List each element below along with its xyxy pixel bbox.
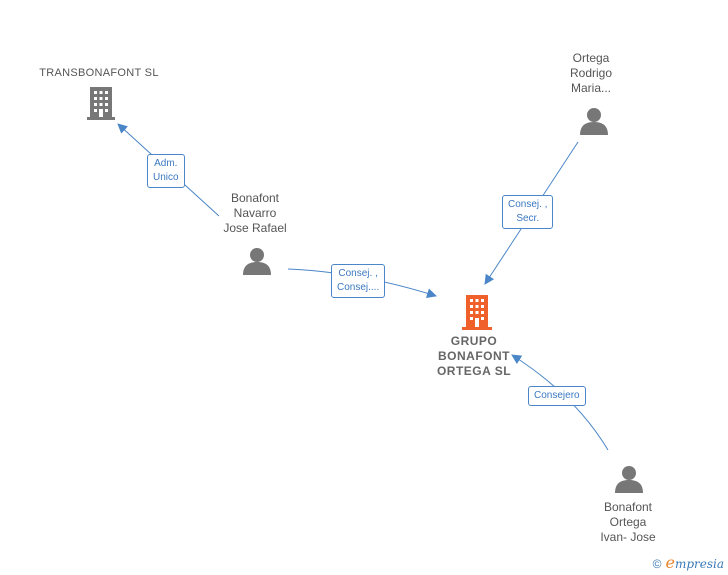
company-grupo-label[interactable]: GRUPO BONAFONT ORTEGA SL — [436, 334, 512, 378]
person-jose-rafael-label[interactable]: Bonafont Navarro Jose Rafael — [223, 191, 287, 235]
edge-label-consejero[interactable]: Consejero — [528, 386, 586, 406]
empresia-brand[interactable]: ©empresia — [653, 553, 724, 572]
building-icon[interactable] — [86, 86, 116, 120]
person-icon[interactable] — [614, 464, 644, 494]
person-rodrigo-label[interactable]: Ortega Rodrigo Maria... — [569, 51, 613, 95]
building-icon[interactable] — [461, 294, 493, 330]
edge-label-consej-consej[interactable]: Consej. , Consej.... — [331, 264, 386, 298]
edge-label-adm-unico[interactable]: Adm. Unico — [147, 154, 185, 188]
empresia-logo-e: e — [665, 553, 675, 572]
company-transbonafont-label[interactable]: TRANSBONAFONT SL — [39, 67, 159, 79]
copyright-symbol: © — [652, 557, 662, 571]
person-icon[interactable] — [242, 246, 272, 276]
empresia-wordmark: mpresia — [674, 557, 724, 571]
person-ivan-label[interactable]: Bonafont Ortega Ivan- Jose — [600, 500, 656, 544]
person-icon[interactable] — [579, 106, 609, 136]
edge-label-consej-secr[interactable]: Consej. , Secr. — [502, 195, 554, 229]
